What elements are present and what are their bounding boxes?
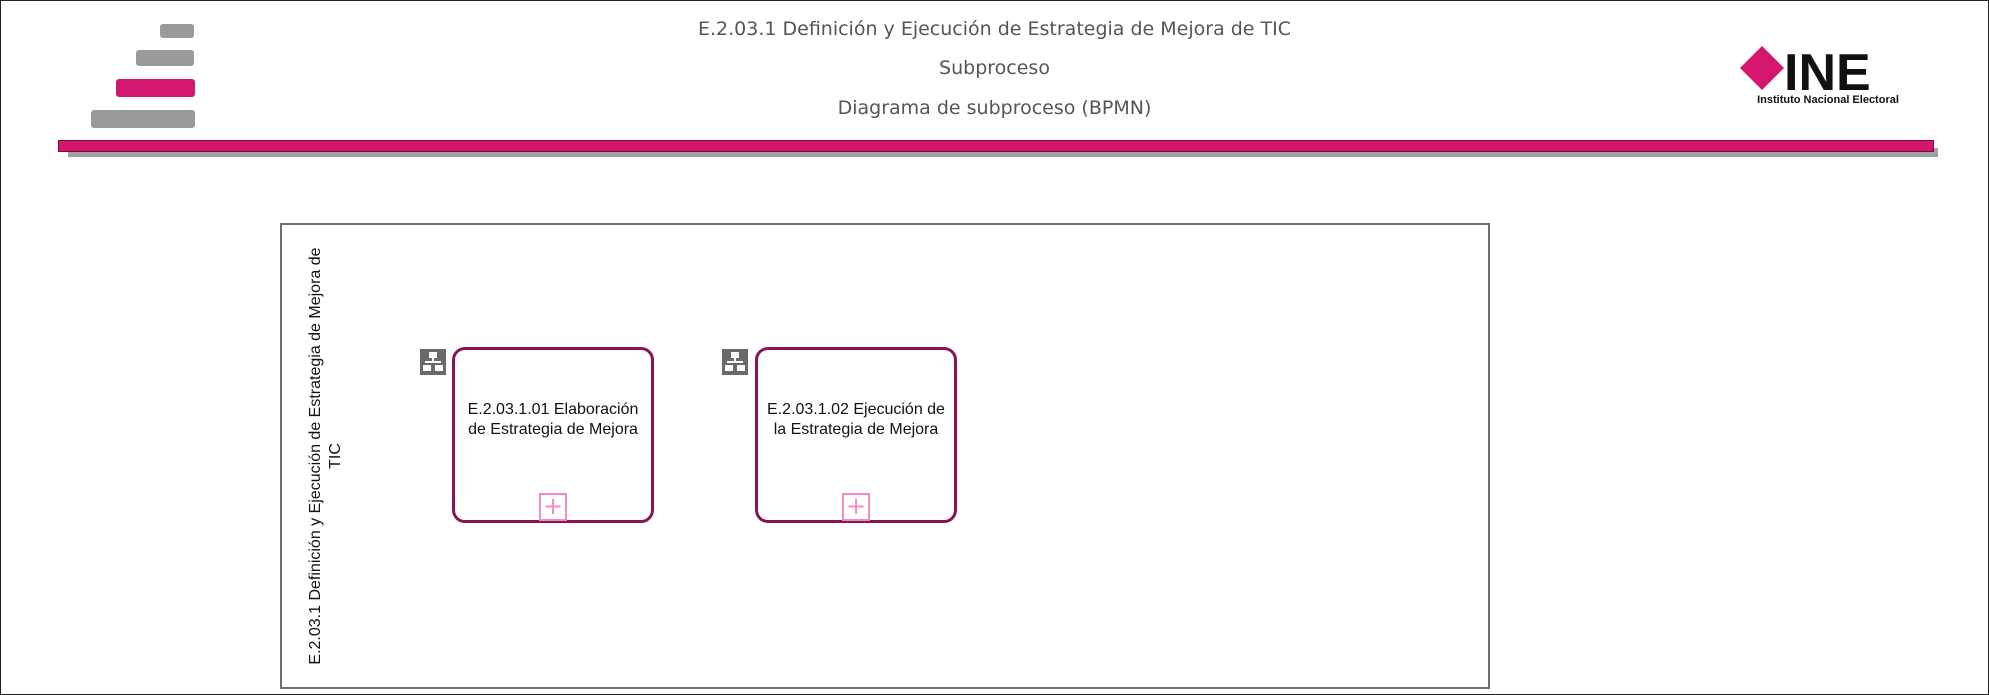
subprocess-icon [722, 349, 748, 375]
task-elaboracion-estrategia[interactable]: E.2.03.1.01 Elaboración de Estrategia de… [452, 347, 654, 523]
pool-label: E.2.03.1 Definición y Ejecución de Estra… [307, 247, 344, 665]
pool-label-area: E.2.03.1 Definición y Ejecución de Estra… [286, 246, 366, 666]
task-label: E.2.03.1.02 Ejecución de la Estrategia d… [767, 401, 945, 438]
subprocess-icon [420, 349, 446, 375]
expand-plus-icon[interactable]: + [842, 493, 870, 521]
ine-logo: INE [1740, 44, 1871, 102]
task-ejecucion-estrategia[interactable]: E.2.03.1.02 Ejecución de la Estrategia d… [755, 347, 957, 523]
logo-bar [160, 24, 194, 38]
ine-full-name: Instituto Nacional Electoral [1757, 94, 1899, 106]
header-band [58, 140, 1934, 152]
task-label: E.2.03.1.01 Elaboración de Estrategia de… [467, 401, 639, 438]
logo-bar [136, 50, 194, 66]
document-title: E.2.03.1 Definición y Ejecución de Estra… [697, 18, 1292, 40]
logo-bar-accent [116, 79, 195, 97]
document-subtitle: Subproceso [939, 57, 1050, 79]
diagram-type: Diagrama de subproceso (BPMN) [837, 97, 1152, 119]
ine-diamond-icon [1740, 46, 1784, 90]
expand-plus-icon[interactable]: + [539, 493, 567, 521]
logo-bar [91, 110, 195, 128]
ine-wordmark: INE [1784, 44, 1871, 102]
header-band-shadow [68, 148, 1938, 157]
